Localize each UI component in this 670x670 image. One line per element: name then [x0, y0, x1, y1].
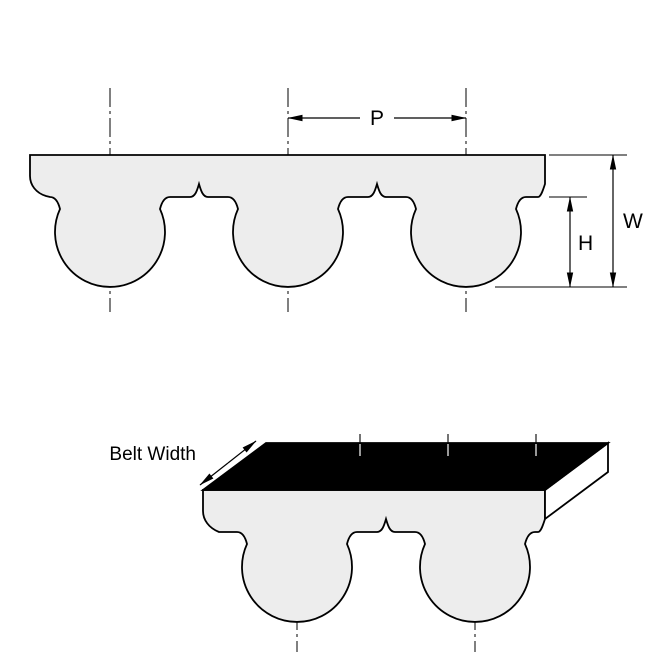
pitch-label: P	[370, 107, 384, 130]
belt-thickness-dimension: W	[495, 154, 643, 288]
belt-cross-section-profile	[29, 154, 546, 288]
back-edge-ticks	[359, 434, 537, 456]
belt-cross-section-view: P W H	[29, 88, 643, 312]
belt-width-label: Belt Width	[109, 444, 196, 465]
belt-front-profile	[202, 489, 546, 623]
belt-width-arrow	[199, 462, 229, 486]
tooth-height-dimension: H	[549, 196, 593, 288]
belt-3d-view: Belt Width	[109, 434, 611, 652]
belt-width-arrow	[227, 440, 257, 464]
pitch-dimension: P	[287, 107, 467, 130]
belt-thickness-label: W	[623, 210, 643, 233]
tooth-height-label: H	[578, 232, 593, 255]
belt-top-surface	[200, 442, 611, 491]
belt-width-dimension: Belt Width	[109, 440, 257, 486]
